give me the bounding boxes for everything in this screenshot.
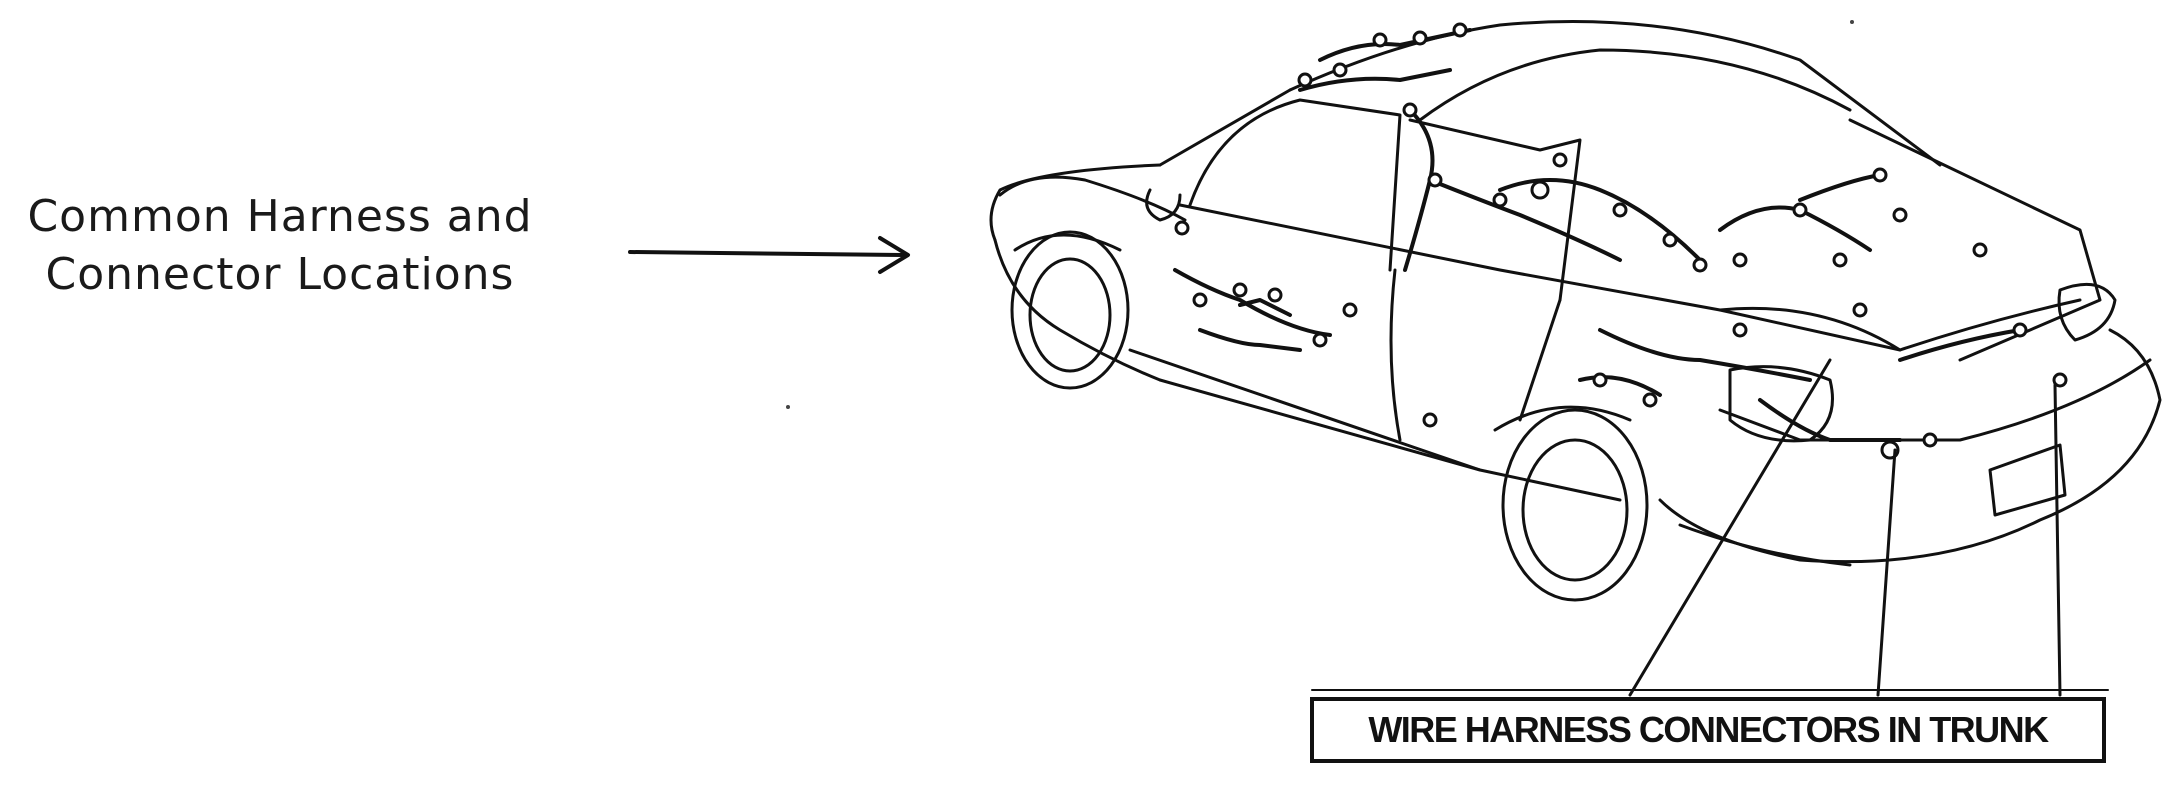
connector-markers [1174, 22, 2068, 460]
scan-specks [786, 20, 1854, 409]
wire-harness-runs [1173, 28, 2022, 442]
caption-line-2: Connector Locations [45, 249, 515, 300]
callout-leader-lines [1311, 358, 2109, 697]
diagram-caption: Common Harness and Connector Locations [0, 188, 560, 304]
caption-line-1: Common Harness and [27, 191, 533, 242]
callout-label: WIRE HARNESS CONNECTORS IN TRUNK [1368, 709, 2049, 750]
car-body-outline [989, 20, 2162, 602]
trunk-connectors-callout: WIRE HARNESS CONNECTORS IN TRUNK [1310, 697, 2106, 763]
right-arrow-icon [628, 236, 910, 274]
